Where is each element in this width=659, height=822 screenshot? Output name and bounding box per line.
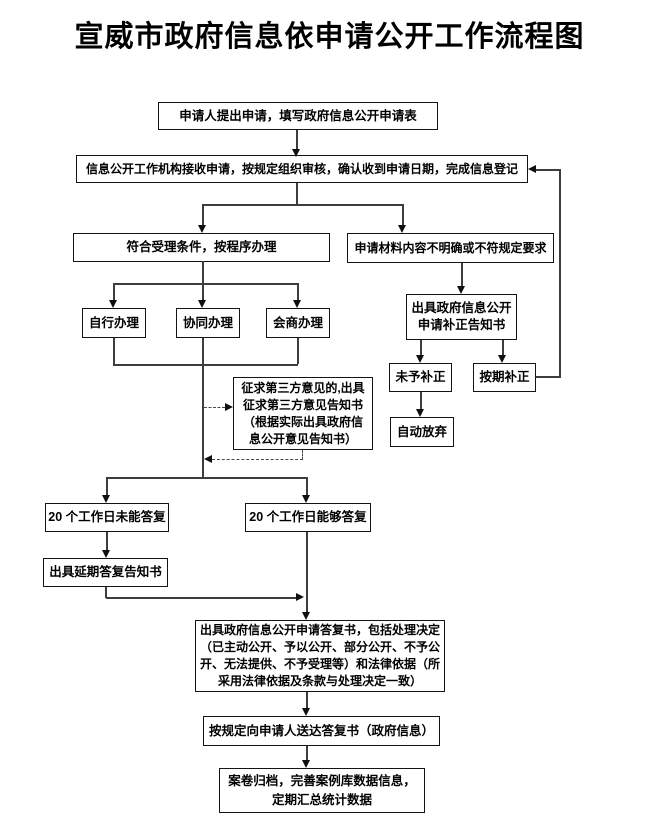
connector-dashed-to-third-party <box>204 407 225 408</box>
node-overdue-20days: 20 个工作日未能答复 <box>45 503 169 532</box>
connector-split-unclear <box>402 204 404 226</box>
arrowhead-right-icon <box>296 593 304 601</box>
connector-merge-bar <box>113 364 298 366</box>
connector-to-self <box>113 283 115 301</box>
node-unclear: 申请材料内容不明确或不符规定要求 <box>347 233 554 263</box>
connector-qualified-split <box>202 261 204 283</box>
connector-handle-split-bar <box>113 283 298 285</box>
node-joint-handle: 协同办理 <box>176 308 240 338</box>
connector-apply-receive <box>296 130 298 150</box>
connector-main-flow <box>202 338 204 477</box>
node-archive: 案卷归档，完善案例库数据信息， 定期汇总统计数据 <box>219 768 425 813</box>
arrowhead-down-icon <box>302 708 310 716</box>
connector-to-consult <box>297 283 299 301</box>
node-qualified: 符合受理条件，按程序办理 <box>73 233 330 262</box>
arrowhead-down-icon <box>416 355 424 363</box>
connector-dashed-third-party-down <box>302 450 303 460</box>
arrowhead-down-icon <box>416 409 424 417</box>
connector-deadline-split-bar <box>106 477 307 479</box>
connector-dashed-third-party-return <box>212 459 303 460</box>
connector-split-bar <box>202 204 403 206</box>
connector-split-qualified <box>202 204 204 226</box>
arrowhead-right-icon <box>225 403 233 411</box>
page-title: 宣威市政府信息依申请公开工作流程图 <box>74 21 585 53</box>
node-supplement-notice: 出具政府信息公开 申请补正告知书 <box>406 294 517 340</box>
connector-within-reply <box>306 532 308 613</box>
connector-to-within <box>306 477 308 496</box>
connector-reply-deliver <box>306 692 308 709</box>
arrowhead-down-icon <box>198 300 206 308</box>
arrowhead-down-icon <box>302 760 310 768</box>
connector-to-overdue <box>106 477 108 496</box>
arrowhead-down-icon <box>302 495 310 503</box>
arrowhead-down-icon <box>498 355 506 363</box>
arrowhead-down-icon <box>457 286 465 294</box>
connector-deliver-archive <box>306 746 308 761</box>
node-auto-abandon: 自动放弃 <box>390 417 454 447</box>
connector-feedback-vertical <box>559 169 561 378</box>
connector-unclear-supplement <box>461 263 463 287</box>
node-delay-notice: 出具延期答复告知书 <box>43 558 168 587</box>
arrowhead-left-icon <box>528 165 536 173</box>
node-receive: 信息公开工作机构接收申请，按规定组织审核，确认收到申请日期，完成信息登记 <box>76 155 528 183</box>
connector-delay-down <box>105 587 107 598</box>
arrowhead-down-icon <box>302 612 310 620</box>
arrowhead-left-icon <box>204 455 212 463</box>
arrowhead-down-icon <box>198 225 206 233</box>
connector-self-merge <box>113 338 115 364</box>
connector-to-no-supplement <box>420 340 422 356</box>
node-on-time-supplement: 按期补正 <box>473 363 536 392</box>
connector-to-joint <box>202 283 204 301</box>
arrowhead-down-icon <box>292 149 300 157</box>
connector-overdue-delay <box>106 532 108 551</box>
arrowhead-down-icon <box>293 300 301 308</box>
node-deliver-reply: 按规定向申请人送达答复书（政府信息） <box>203 716 440 746</box>
connector-receive-split <box>296 183 298 204</box>
connector-feedback-bottom <box>536 376 561 378</box>
node-no-supplement: 未予补正 <box>389 363 452 392</box>
arrowhead-down-icon <box>109 300 117 308</box>
connector-feedback-top <box>534 169 561 171</box>
arrowhead-down-icon <box>398 225 406 233</box>
connector-consult-merge <box>297 338 299 364</box>
arrowhead-down-icon <box>102 495 110 503</box>
node-apply: 申请人提出申请，填写政府信息公开申请表 <box>158 102 438 130</box>
node-within-20days: 20 个工作日能够答复 <box>245 503 371 532</box>
connector-delay-join <box>106 597 298 599</box>
node-third-party: 征求第三方意见的,出具 征求第三方意见告知书 （根据实际出具政府信 息公开意见告… <box>233 377 373 450</box>
node-reply-decision: 出具政府信息公开申请答复书，包括处理决定 （已主动公开、予以公开、部分公开、不予… <box>195 620 445 692</box>
arrowhead-down-icon <box>102 550 110 558</box>
connector-to-abandon <box>420 392 422 410</box>
connector-to-on-time <box>502 340 504 356</box>
node-self-handle: 自行办理 <box>82 308 146 338</box>
node-consult-handle: 会商办理 <box>266 308 330 338</box>
